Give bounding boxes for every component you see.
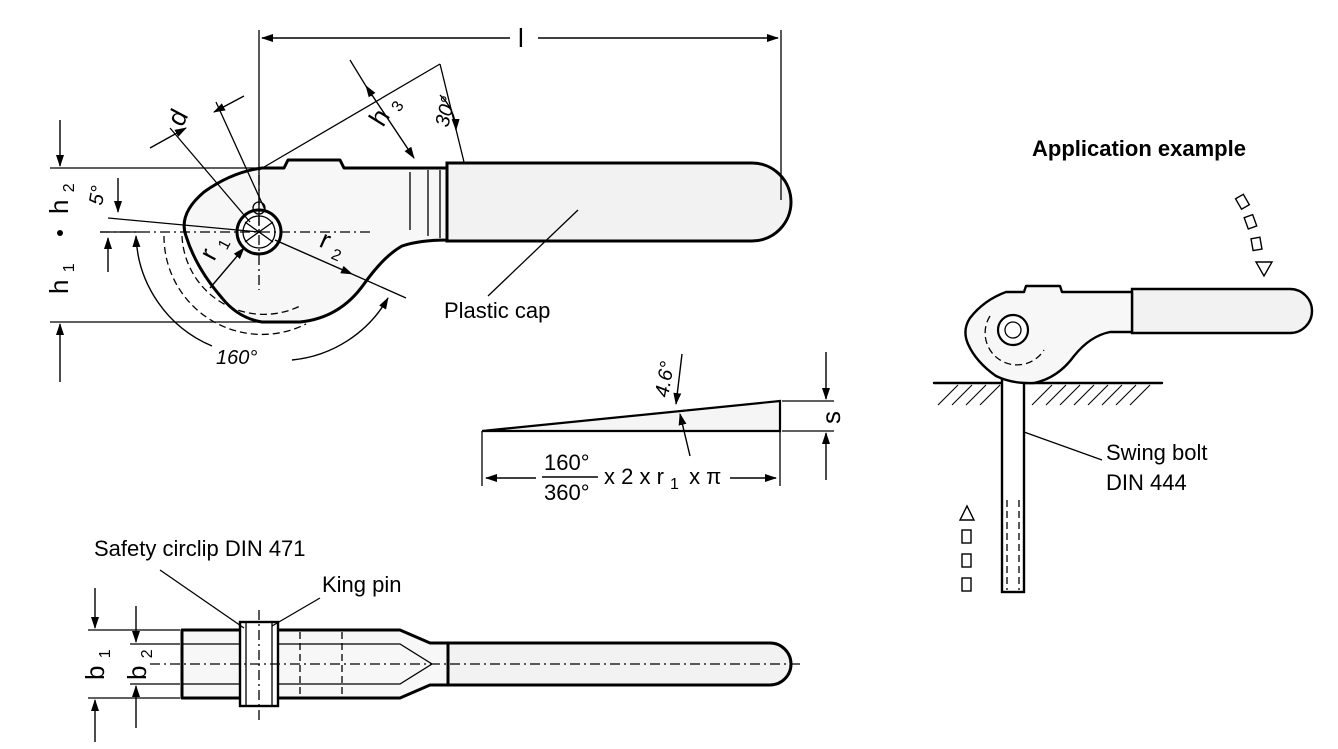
example-cap-shape — [1130, 287, 1314, 335]
ground-hatch — [937, 384, 1151, 406]
top-view: b 1 b 2 Safety circlip DIN 471 King pin — [80, 536, 800, 742]
svg-text:b 2: b 2 — [122, 649, 156, 680]
application-example-title: Application example — [1032, 136, 1246, 161]
side-view: l h 3 30° d h 2 h 1 — [44, 23, 793, 382]
swing-bolt-label: Swing bolt — [1106, 440, 1208, 465]
dim-b2-label: b — [122, 666, 152, 680]
formula: 160° 360° x 2 x r 1 x π — [542, 450, 721, 505]
angle-160-label: 160° — [216, 347, 257, 369]
swing-bolt-standard-label: DIN 444 — [1106, 470, 1187, 495]
angle-46-label: 4.6° — [651, 360, 679, 399]
cam-wedge — [481, 399, 782, 433]
example-lever-shape — [964, 284, 1134, 385]
svg-text:160°: 160° — [544, 450, 590, 475]
application-example: Application example — [932, 136, 1314, 594]
svg-text:h 2: h 2 — [44, 183, 78, 214]
svg-text:h 1: h 1 — [44, 263, 78, 294]
dim-s-label: s — [816, 411, 846, 424]
safety-circlip-label: Safety circlip DIN 471 — [94, 536, 306, 561]
dim-h1-label: h — [44, 280, 74, 294]
svg-text:x 2 x r 1 x π: x 2 x r 1 x π — [604, 464, 721, 494]
angle-5-label: 5° — [85, 184, 110, 207]
svg-text:b 1: b 1 — [80, 649, 114, 680]
dim-b1-label: b — [80, 666, 110, 680]
king-pin-label: King pin — [322, 572, 402, 597]
cam-development: s 4.6° 160° 360° x 2 x r 1 x π — [481, 352, 846, 505]
dim-h2-label: h — [44, 200, 74, 214]
dim-d-label: d — [161, 104, 194, 131]
plastic-cap-shape — [445, 161, 793, 243]
plastic-cap-label: Plastic cap — [444, 298, 550, 323]
svg-text:360°: 360° — [544, 480, 590, 505]
dim-l-label: l — [518, 23, 524, 53]
